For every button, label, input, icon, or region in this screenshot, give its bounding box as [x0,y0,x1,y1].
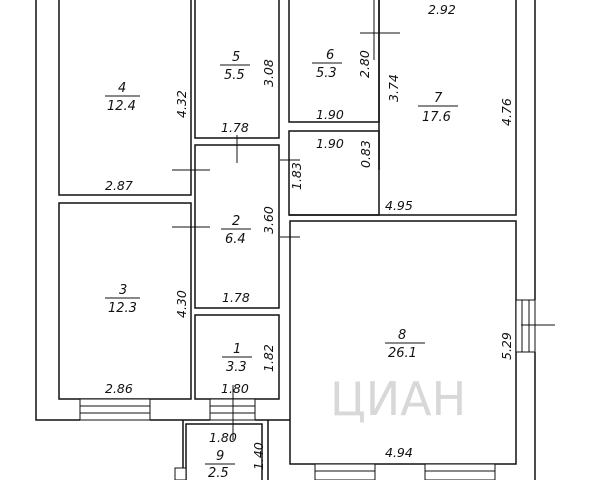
room-4-outline [58,0,192,196]
dim-label: 1.40 [251,442,266,470]
dim-label: 1.83 [289,162,304,190]
area-underlines [105,62,458,465]
dim-label: 2.87 [105,178,133,193]
room-8-area: 26.1 [388,346,417,361]
room-3-number: 3 [119,283,127,298]
dim-label: 1.82 [261,344,276,372]
window-room-8-a [314,463,376,481]
dim-label: 4.32 [174,90,189,118]
dim-label: 0.83 [358,140,373,168]
dim-label: 1.90 [316,107,344,122]
dim-label: 2.92 [428,2,456,17]
room-5-number: 5 [232,50,240,65]
window-room-8-b [424,463,496,481]
window-room-3 [79,398,151,421]
dim-label: 4.30 [174,290,189,318]
watermark-text: ЦИАН [330,372,466,426]
dim-label: 1.80 [221,381,249,396]
room-1-area: 3.3 [226,360,247,375]
dim-label: 3.60 [261,206,276,234]
room-6-number: 6 [326,48,334,63]
room-7-number: 7 [434,91,443,106]
dim-label: 1.80 [209,430,237,445]
dim-label: 4.94 [385,445,413,460]
room-9-area: 2.5 [208,466,229,480]
room-4-area: 12.4 [107,99,136,114]
dim-label: 1.90 [316,136,344,151]
room-8-number: 8 [398,328,406,343]
room-3-area: 12.3 [108,301,137,316]
room-labels: 4 12.4 5 5.5 6 5.3 7 17.6 2 6.4 3 12.3 1… [107,48,451,481]
dim-label: 2.86 [105,381,133,396]
dimension-labels-vertical: 4.32 3.08 2.80 3.74 4.76 0.83 1.83 3.60 … [174,50,514,470]
section-markers [172,0,555,440]
dim-label: 5.29 [499,332,514,360]
room-9-number: 9 [216,449,224,464]
room-1-number: 1 [233,342,241,357]
dimension-labels-horizontal: 2.87 1.78 1.90 2.92 1.90 4.95 1.78 2.86 … [105,2,456,460]
room-4-number: 4 [118,81,126,96]
room-2-number: 2 [232,214,240,229]
window-room-8-side [515,299,536,353]
dim-label: 3.08 [261,59,276,87]
dim-label: 1.78 [221,120,249,135]
room-7-area: 17.6 [422,110,451,125]
dim-label: 1.78 [222,290,250,305]
windows [79,299,536,481]
room-6-area: 5.3 [316,66,337,81]
dim-label: 4.76 [499,98,514,126]
outer-walls [35,0,536,480]
room-5-area: 5.5 [224,68,245,83]
dim-label: 2.80 [357,50,372,78]
dim-label: 4.95 [385,198,413,213]
room-7-outline [289,0,517,216]
window-room-9 [174,467,187,481]
room-2-area: 6.4 [225,232,246,247]
dim-label: 3.74 [386,74,401,102]
